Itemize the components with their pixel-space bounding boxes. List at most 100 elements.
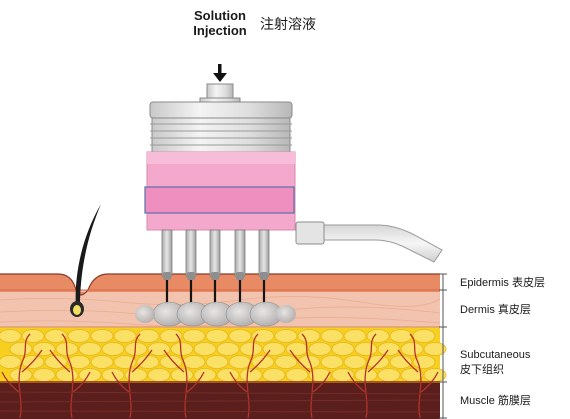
vessel-branch <box>1 371 20 393</box>
label-epidermis-cn: 表皮层 <box>511 277 545 289</box>
hair-follicle-icon <box>70 204 101 317</box>
fat-cell <box>32 368 56 382</box>
needle-tip-collar <box>211 272 219 280</box>
vessel-branch <box>49 349 71 373</box>
vessel-branch <box>163 349 185 373</box>
arrow-down-icon <box>213 64 227 82</box>
fat-cell <box>343 355 367 369</box>
needle-sleeve <box>258 229 270 277</box>
fat-cell <box>147 342 171 356</box>
fat-cell <box>308 342 332 356</box>
fat-cell <box>389 329 413 343</box>
fat-cell <box>377 342 401 356</box>
fat-cell <box>44 355 68 369</box>
label-epidermis: Epidermis 表皮层 <box>460 278 545 289</box>
vessel-branch <box>229 371 248 393</box>
vessel-branch <box>246 333 259 419</box>
fat-cell <box>216 368 240 382</box>
label-epidermis-en: Epidermis <box>460 277 509 289</box>
fat-cell <box>262 368 286 382</box>
label-muscle: Muscle 筋膜层 <box>460 396 531 407</box>
threaded-cap <box>150 117 292 153</box>
fat-cell <box>216 342 240 356</box>
tube-connector <box>295 221 325 245</box>
fat-cell <box>193 342 217 356</box>
vessel-branch <box>21 349 43 373</box>
fat-cell <box>239 342 263 356</box>
fat-cell <box>320 329 344 343</box>
label-dermis-cn: 真皮层 <box>497 304 531 316</box>
fat-cell <box>354 342 378 356</box>
needle-tip-collar <box>187 272 195 280</box>
skin-cross-section <box>0 273 447 419</box>
fat-cell <box>9 368 33 382</box>
layer-brackets <box>439 273 447 419</box>
fat-cell <box>389 355 413 369</box>
fat-cell <box>285 368 309 382</box>
fat-cell <box>228 329 252 343</box>
fat-cell <box>21 329 45 343</box>
fat-cell <box>343 329 367 343</box>
vessel-branch <box>131 349 153 373</box>
vessel-branch <box>420 371 439 393</box>
fat-cells <box>0 329 447 382</box>
epidermis-layer <box>0 274 440 295</box>
droplet <box>276 305 296 323</box>
vessel-branch <box>397 349 419 373</box>
vessel-branch <box>364 333 377 419</box>
needle-tip-collar <box>260 272 268 280</box>
title-chinese: 注射溶液 <box>260 16 316 32</box>
fat-cell <box>331 368 355 382</box>
fat-cell <box>67 355 91 369</box>
fat-cell <box>0 355 22 369</box>
fat-cell <box>147 368 171 382</box>
pink-window <box>144 186 295 214</box>
vessel-branch <box>175 333 188 419</box>
fat-cell <box>205 329 229 343</box>
fat-cell <box>90 329 114 343</box>
fat-cell <box>182 329 206 343</box>
side-tube <box>295 224 443 263</box>
needle-sleeve <box>161 229 173 277</box>
fat-cell <box>0 329 22 343</box>
skin-surface-line <box>0 273 440 296</box>
fat-cell <box>136 329 160 343</box>
fat-cell <box>55 368 79 382</box>
fat-cell <box>377 368 401 382</box>
vessel-branch <box>409 333 422 419</box>
fat-cell <box>182 355 206 369</box>
vessel-branch <box>367 349 389 373</box>
fat-cell <box>136 355 160 369</box>
fat-cell <box>90 355 114 369</box>
fat-cell <box>320 355 344 369</box>
fat-cell <box>44 329 68 343</box>
fat-cell <box>124 368 148 382</box>
fat-cell <box>9 342 33 356</box>
solution-droplets <box>135 301 296 327</box>
fat-cell <box>400 342 424 356</box>
needle-sleeve <box>209 229 221 277</box>
muscle-fibers <box>0 391 441 413</box>
title-line-2: Injection <box>193 23 247 38</box>
needle-sleeve <box>234 229 246 277</box>
label-muscle-en: Muscle <box>460 395 495 407</box>
fat-cell <box>78 368 102 382</box>
vessel-branch <box>111 371 130 393</box>
vessel-branch <box>186 371 205 393</box>
fat-cell <box>170 342 194 356</box>
fat-cell <box>251 329 275 343</box>
needle-sleeve <box>185 229 197 277</box>
fat-cell <box>101 342 125 356</box>
fat-cell <box>274 355 298 369</box>
needle-array <box>161 229 270 304</box>
title-line-1: Solution <box>194 8 246 23</box>
fat-cell <box>297 329 321 343</box>
needle-tip-collar <box>163 272 171 280</box>
fat-cell <box>78 342 102 356</box>
vessel-branch <box>347 371 366 393</box>
fat-cell <box>113 329 137 343</box>
fat-cell <box>331 342 355 356</box>
fat-cell <box>193 368 217 382</box>
fat-cell <box>67 329 91 343</box>
